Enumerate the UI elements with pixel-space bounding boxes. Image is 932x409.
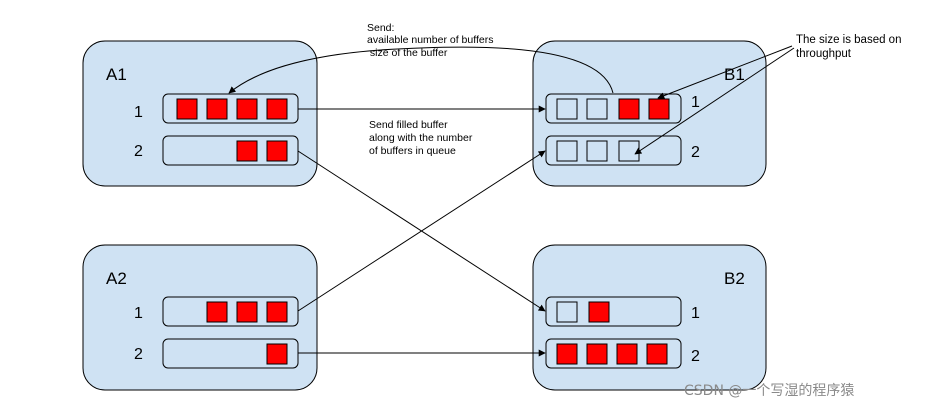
buffer-filled bbox=[206, 98, 228, 120]
annotation-send-filled-line-1: Send filled buffer bbox=[369, 119, 448, 131]
node-a1-queue-2 bbox=[162, 135, 299, 166]
buffer-filled bbox=[236, 301, 258, 323]
node-b2-queue-1 bbox=[545, 296, 682, 327]
node-a2-queue-1 bbox=[162, 296, 299, 327]
buffer-filled bbox=[588, 301, 610, 323]
buffer-filled bbox=[206, 301, 228, 323]
annotation-send-info: Send: available number of buffers size o… bbox=[367, 22, 493, 59]
annotation-size-note-line-1: The size is based on bbox=[796, 34, 901, 46]
buffer-filled bbox=[266, 140, 288, 162]
node-b1-label: B1 bbox=[724, 65, 745, 84]
node-b1-queue-1 bbox=[545, 93, 682, 124]
buffer-filled bbox=[236, 140, 258, 162]
annotation-send-info-line-2: available number of buffers bbox=[367, 34, 493, 46]
node-b2-label: B2 bbox=[724, 269, 745, 288]
buffer-filled bbox=[556, 343, 578, 365]
node-b2-queue-2-label: 2 bbox=[691, 348, 700, 365]
annotation-send-filled-line-3: of buffers in queue bbox=[369, 145, 456, 157]
annotation-size-note: The size is based on throughput bbox=[796, 34, 901, 60]
node-a2-queue-1-label: 1 bbox=[134, 305, 143, 322]
node-a2-queue-2-label: 2 bbox=[134, 346, 143, 363]
buffer-empty bbox=[618, 140, 640, 162]
node-a1-label: A1 bbox=[106, 65, 127, 84]
buffer-filled bbox=[236, 98, 258, 120]
buffer-filled bbox=[266, 98, 288, 120]
node-b1-queue-2-label: 2 bbox=[691, 144, 700, 161]
buffer-filled bbox=[618, 98, 640, 120]
node-a2: A2 1 2 bbox=[82, 244, 318, 391]
node-a2-label: A2 bbox=[106, 269, 127, 288]
node-a1-queue-2-label: 2 bbox=[134, 143, 143, 160]
edge-b1q1-to-a1q1 bbox=[228, 46, 614, 94]
node-b2-queue-1-label: 1 bbox=[691, 305, 700, 322]
buffer-empty bbox=[586, 98, 608, 120]
annotation-send-info-line-3: size of the buffer bbox=[367, 47, 448, 59]
buffer-empty bbox=[556, 301, 578, 323]
buffer-empty bbox=[586, 140, 608, 162]
annotation-send-filled-line-2: along with the number bbox=[369, 132, 473, 144]
buffer-filled bbox=[616, 343, 638, 365]
buffer-filled bbox=[176, 98, 198, 120]
watermark: CSDN @一个写湿的程序猿 bbox=[684, 383, 854, 399]
edge-size-note-to-b1q2 bbox=[634, 47, 795, 155]
node-b1-queue-1-label: 1 bbox=[691, 94, 700, 111]
edge-a2q1-to-b1q2 bbox=[297, 150, 546, 312]
annotation-send-info-line-1: Send: bbox=[367, 22, 394, 34]
node-a1: A1 1 2 bbox=[82, 40, 318, 187]
buffer-filled bbox=[586, 343, 608, 365]
buffer-filled bbox=[648, 98, 670, 120]
node-b1-queue-2 bbox=[545, 135, 682, 166]
node-b1: B1 1 2 bbox=[532, 40, 767, 187]
edges bbox=[228, 45, 795, 357]
buffer-empty bbox=[556, 98, 578, 120]
edge-size-note-to-b1q1 bbox=[657, 45, 793, 99]
node-a1-queue-1-label: 1 bbox=[134, 104, 143, 121]
annotation-send-filled: Send filled buffer along with the number… bbox=[369, 119, 473, 157]
annotation-size-note-line-2: throughput bbox=[796, 48, 852, 60]
buffer-filled bbox=[266, 343, 288, 365]
buffer-filled bbox=[646, 343, 668, 365]
buffer-filled bbox=[266, 301, 288, 323]
buffer-empty bbox=[556, 140, 578, 162]
node-b2: B2 1 2 bbox=[532, 244, 767, 391]
